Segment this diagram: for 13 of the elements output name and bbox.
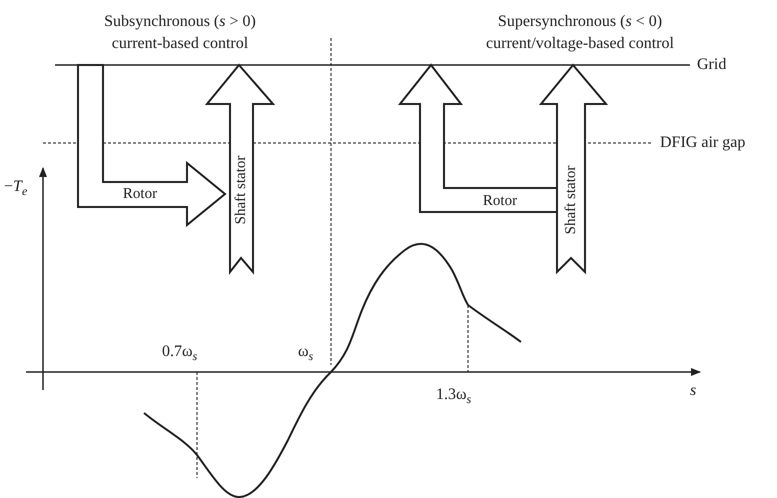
heading-text: Subsynchronous (s > 0) current-based control xyxy=(103,12,257,54)
tick-label: 0.7ω$_{s}$ xyxy=(162,342,198,366)
arrow-label: Rotor xyxy=(122,186,158,202)
axis-label: −T$_{e}$ xyxy=(4,177,28,200)
axis-label: s xyxy=(690,381,696,401)
tick-label: 1.3ω$_{s}$ xyxy=(436,385,472,408)
tick-label: ω$_{s}$ xyxy=(298,342,314,366)
arrow-label: Rotor xyxy=(482,193,518,209)
line-label: Grid xyxy=(697,55,726,75)
arrow-label: Shaft stator xyxy=(563,166,579,234)
arrow-label: Shaft stator xyxy=(233,156,249,224)
line-label: DFIG air gap xyxy=(660,133,746,153)
heading-text: Supersynchronous (s < 0) current/voltage-based control xyxy=(485,12,675,54)
